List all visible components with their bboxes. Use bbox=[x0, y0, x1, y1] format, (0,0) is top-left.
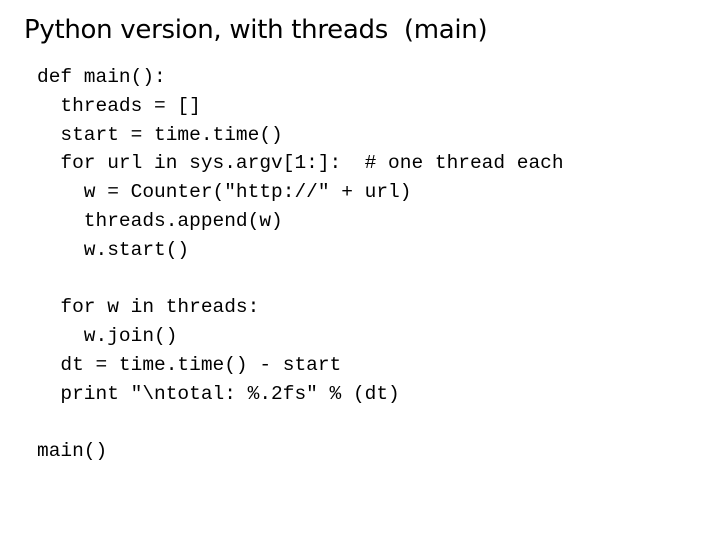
code-line: for url in sys.argv[1:]: # one thread ea… bbox=[37, 152, 564, 175]
code-line-blank bbox=[37, 409, 564, 438]
code-line: w.start() bbox=[37, 238, 190, 261]
code-line: start = time.time() bbox=[37, 123, 283, 146]
slide-title: Python version, with threads (main) bbox=[24, 15, 488, 45]
code-line: for w in threads: bbox=[37, 296, 260, 319]
code-line: def main(): bbox=[37, 66, 166, 88]
code-line: main() bbox=[37, 440, 108, 463]
code-line: w = Counter("http://" + url) bbox=[37, 181, 412, 204]
code-block: def main(): threads = [] start = time.ti… bbox=[37, 63, 564, 466]
code-line: w.join() bbox=[37, 325, 178, 348]
code-line-blank bbox=[37, 265, 564, 294]
code-line: print "\ntotal: %.2fs" % (dt) bbox=[37, 382, 400, 405]
code-line: threads = [] bbox=[37, 94, 201, 117]
code-line: threads.append(w) bbox=[37, 209, 283, 232]
code-line: dt = time.time() - start bbox=[37, 353, 342, 376]
